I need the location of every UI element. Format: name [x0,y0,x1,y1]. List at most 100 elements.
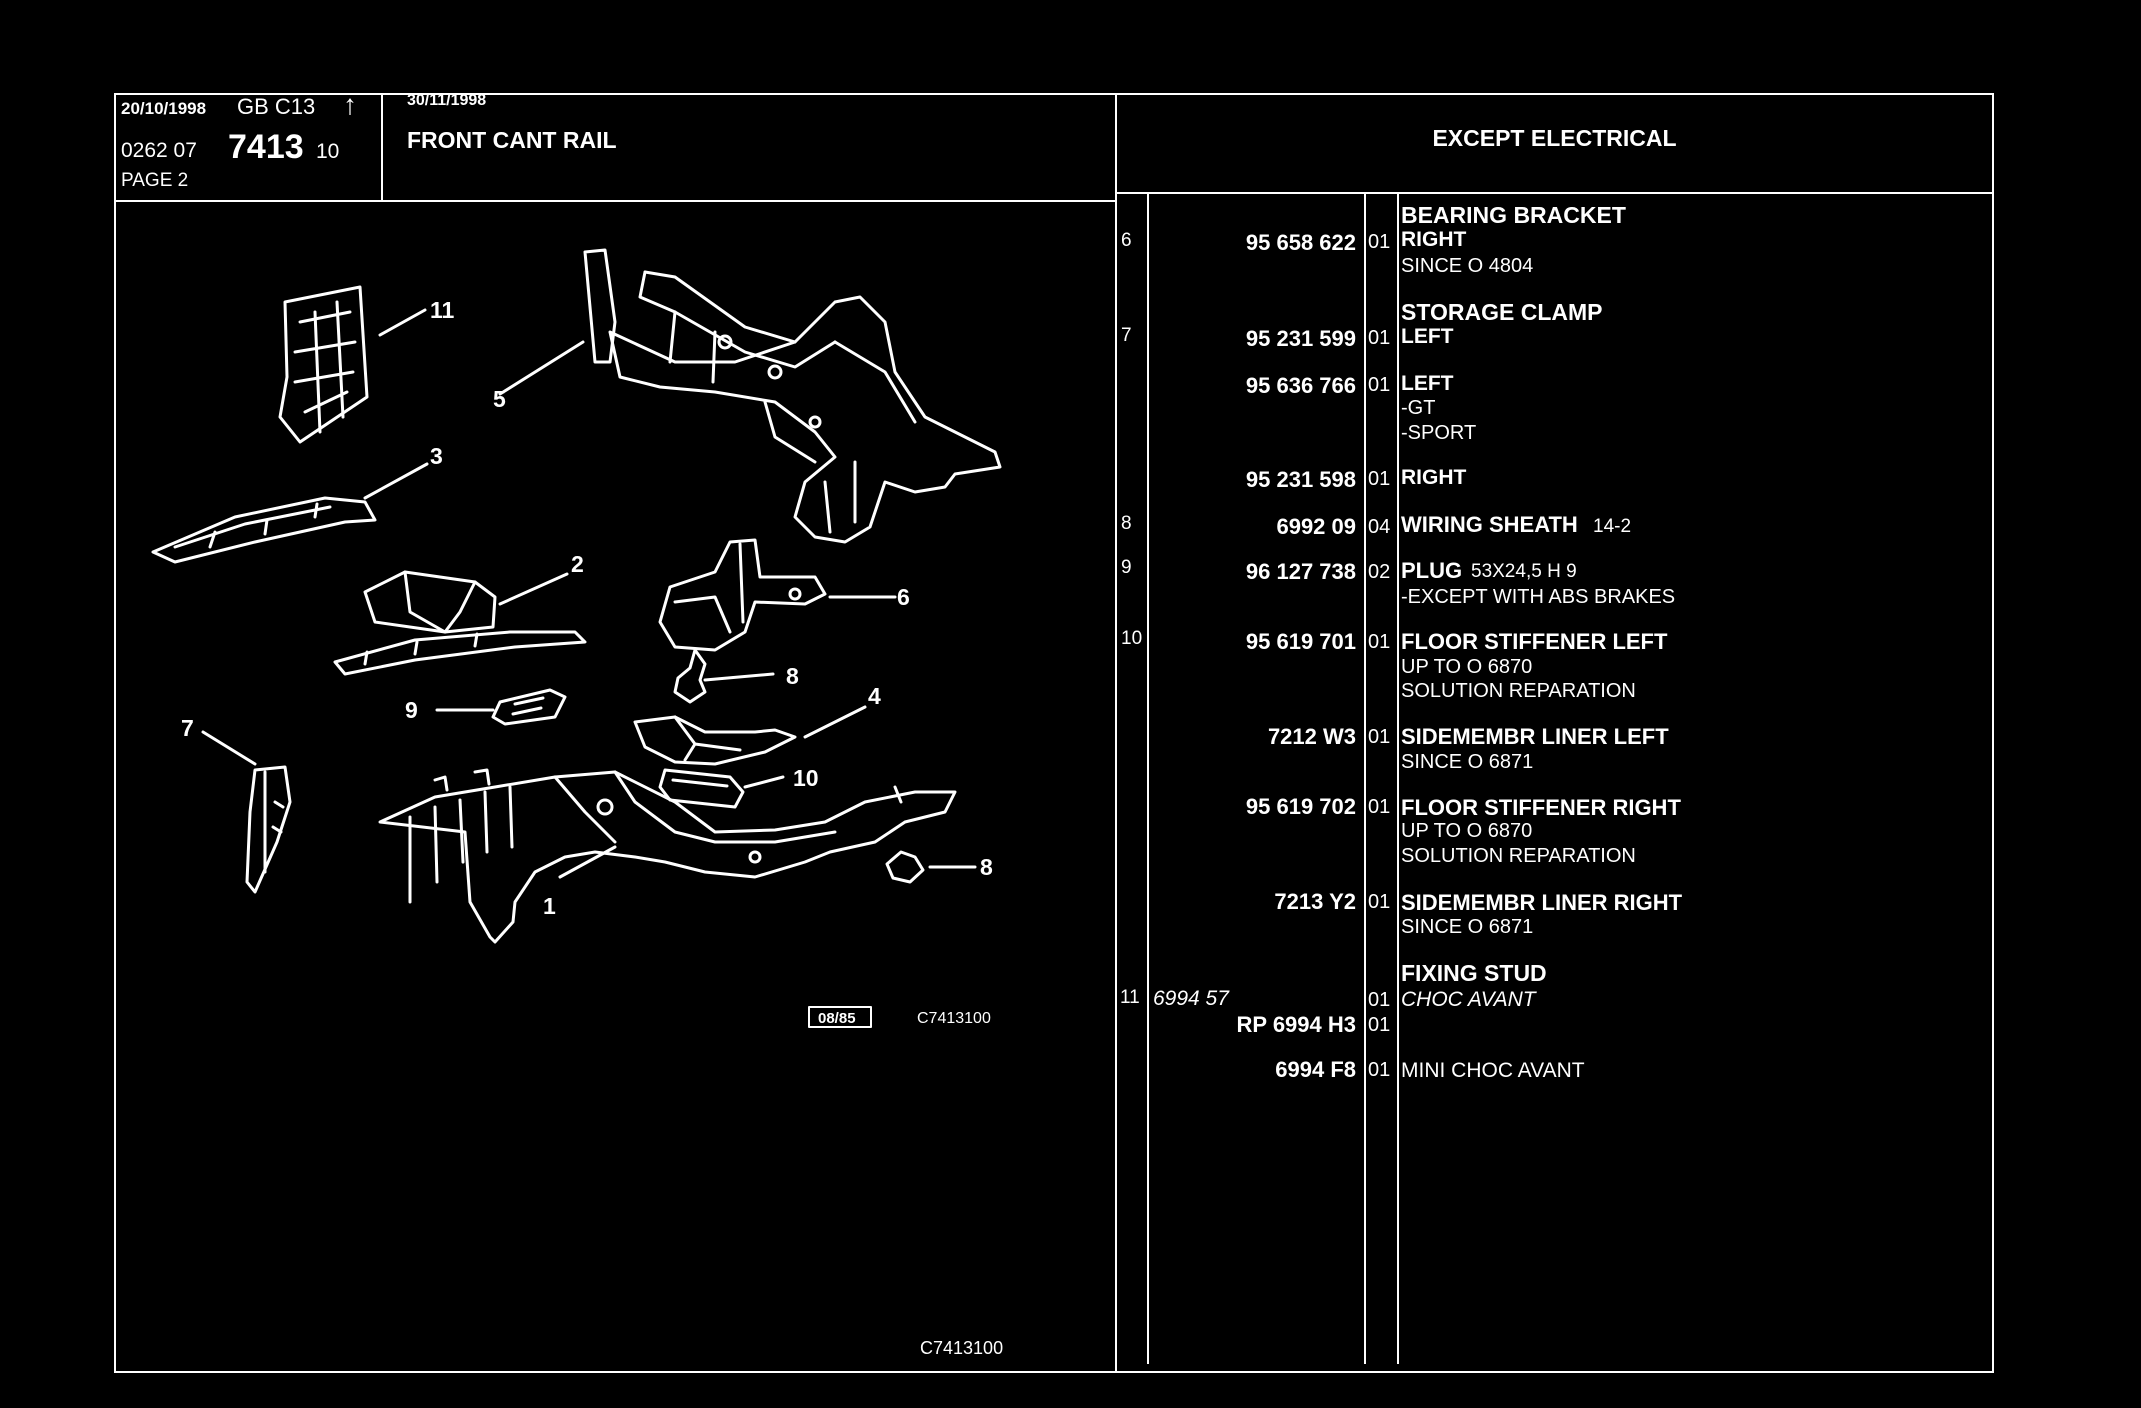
part-note: SINCE O 6871 [1401,916,1534,938]
section-title: EXCEPT ELECTRICAL [1432,125,1677,151]
part-spec: 53X24,5 H 9 [1471,561,1577,582]
part-description: LEFT [1401,372,1454,395]
header-ref-suffix: 10 [316,140,340,163]
callout-7: 7 [181,715,194,741]
part-description: BEARING BRACKET [1401,202,1626,228]
part-qty: 01 [1368,327,1391,349]
part-3-drawing [151,496,377,564]
part-number: 96 127 738 [1245,559,1356,584]
part-ref: 9 [1121,557,1132,578]
header-date2: 30/11/1998 [407,92,487,109]
callout-4: 4 [868,683,881,709]
part-qty: 01 [1368,1059,1391,1081]
part-note: SOLUTION REPARATION [1401,845,1636,867]
header-page: PAGE 2 [121,170,189,191]
callout-3: 3 [430,443,443,469]
part-number: 7212 W3 [1267,724,1356,749]
callout-1: 1 [543,893,556,919]
callout-5: 5 [493,386,506,412]
part-qty: 01 [1368,374,1391,396]
partno-col-divider [1364,192,1366,1364]
callout-9: 9 [405,697,418,723]
callout-11: 11 [430,297,455,323]
part-number: 6994 57 [1153,987,1229,1010]
part-note: SINCE O 6871 [1401,751,1534,773]
callout-8-lower: 8 [980,854,993,880]
part-9-drawing [491,688,567,726]
part-number: 95 619 701 [1245,629,1356,654]
part-2-drawing [333,570,587,676]
header-ref-main: 7413 [228,128,304,166]
qty-col-divider [1397,192,1399,1364]
part-number: 95 619 702 [1245,794,1356,819]
part-description: RIGHT [1401,228,1467,251]
part-number: 95 658 622 [1245,230,1356,255]
part-description: RIGHT [1401,466,1467,489]
callout-8-upper: 8 [786,663,799,689]
part-note: -SPORT [1401,422,1477,444]
part-description: FIXING STUD [1401,960,1547,986]
part-ref: 6 [1121,230,1132,251]
part-qty: 01 [1368,231,1391,253]
callout-6: 6 [897,584,910,610]
part-5-drawing [583,248,1002,544]
exploded-parts-diagram: 11 5 3 2 6 8 9 4 7 10 8 1 08/85 C7413100… [151,248,1003,1358]
part-qty: 04 [1368,516,1391,538]
part-11-drawing [278,285,369,444]
diagram-code-small: C7413100 [917,1010,991,1027]
part-qty: 01 [1368,891,1391,913]
header-divider-left [114,200,1115,202]
part-note: -EXCEPT WITH ABS BRAKES [1401,586,1676,608]
part-note: SINCE O 4804 [1401,255,1534,277]
part-number: RP 6994 H3 [1236,1012,1356,1037]
part-number: 95 636 766 [1245,373,1356,398]
part-4-drawing [633,715,797,766]
part-ref: 11 [1120,987,1140,1008]
part-ref: 10 [1121,628,1143,649]
part-note: UP TO O 6870 [1401,656,1533,678]
part-qty: 02 [1368,561,1391,583]
part-note: UP TO O 6870 [1401,820,1533,842]
callout-2: 2 [571,551,584,577]
part-description: FLOOR STIFFENER LEFT [1401,629,1668,654]
header-col-divider [381,93,383,200]
date-stamp-box [808,1006,872,1028]
up-arrow-icon: ↑ [343,89,357,120]
part-description: PLUG [1401,558,1463,583]
header-lang-model: GB C13 [237,94,316,119]
header-ref-prefix: 0262 07 [121,139,197,162]
page-title: FRONT CANT RAIL [407,127,617,153]
part-number: 7213 Y2 [1274,889,1356,914]
part-description: LEFT [1401,325,1454,348]
part-spec: 14-2 [1593,516,1632,537]
part-description: CHOC AVANT [1401,988,1536,1011]
part-8-drawing-lower [885,850,925,884]
part-note: SOLUTION REPARATION [1401,680,1636,702]
part-note: -GT [1401,397,1436,419]
part-qty: 01 [1368,631,1391,653]
header-divider-right [1115,192,1994,194]
part-ref: 8 [1121,513,1132,534]
part-qty: 01 [1368,1014,1391,1036]
part-1-drawing [378,768,957,944]
callout-10: 10 [793,765,819,791]
part-number: 95 231 599 [1245,326,1356,351]
part-qty: 01 [1368,726,1391,748]
part-6-drawing [658,538,827,652]
part-number: 6992 09 [1276,514,1356,539]
header-date1: 20/10/1998 [121,99,207,118]
part-7-drawing [245,765,292,894]
center-divider [1115,93,1117,1373]
ref-col-divider [1147,192,1149,1364]
part-description: SIDEMEMBR LINER RIGHT [1401,890,1683,915]
part-description: WIRING SHEATH [1401,512,1578,537]
date-stamp: 08/85 [818,1010,856,1027]
part-description: STORAGE CLAMP [1401,299,1603,325]
part-ref: 7 [1121,325,1132,346]
document-frame [114,93,1994,1373]
part-qty: 01 [1368,796,1391,818]
diagram-code-bottom: C7413100 [920,1338,1003,1358]
part-description: MINI CHOC AVANT [1401,1059,1585,1082]
part-number: 6994 F8 [1275,1057,1356,1082]
part-10-drawing [658,768,745,809]
